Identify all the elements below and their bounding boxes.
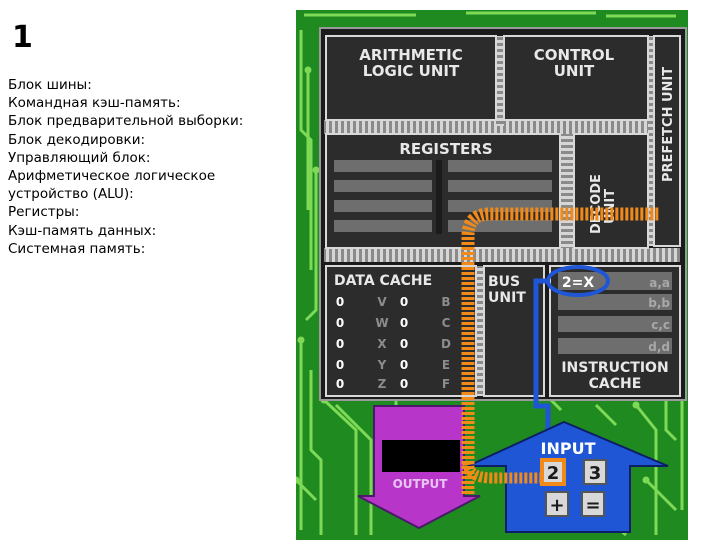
instruction-slot: b,b — [648, 296, 670, 310]
svg-text:0: 0 — [400, 358, 408, 372]
slide-number: 1 — [12, 20, 33, 55]
instruction-path — [533, 265, 610, 450]
control-label-line1: CONTROL — [534, 46, 615, 64]
data-cache-row: 0 Y 0 E — [336, 358, 450, 372]
key-3-label: 3 — [589, 463, 602, 484]
bus-vertical-decode — [560, 134, 574, 248]
register-slots — [334, 160, 552, 232]
data-cache-row: 0 Z 0 F — [336, 377, 450, 391]
svg-text:0: 0 — [336, 377, 344, 391]
term-system-memory: Системная память: — [8, 240, 146, 257]
alu-block: ARITHMETIC LOGIC UNIT — [325, 35, 497, 121]
data-cache-row: 0 W 0 C — [336, 316, 451, 330]
instruction-slot: d,d — [648, 340, 670, 354]
term-bus-unit: Блок шины: — [8, 77, 92, 93]
bus-vertical-right — [648, 36, 654, 246]
bus-unit-label-line2: UNIT — [488, 290, 526, 306]
data-cache-label: DATA CACHE — [334, 273, 432, 289]
svg-text:0: 0 — [336, 358, 344, 372]
term-prefetch-unit: Блок предварительной выборки: — [8, 113, 244, 130]
data-cache-row: 0 X 0 D — [336, 337, 451, 351]
bus-horizontal-top — [324, 120, 680, 134]
instruction-cache-block: 2=X a,a b,b c,c d,d INSTRUCTION CACHE — [549, 265, 681, 397]
svg-text:0: 0 — [400, 295, 408, 309]
bus-vertical-left — [496, 36, 504, 126]
key-plus — [545, 491, 569, 517]
term-instruction-cache: Командная кэш-память: — [8, 95, 181, 112]
key-equals-label: = — [585, 495, 600, 516]
svg-text:E: E — [442, 358, 450, 372]
term-control-unit: Управляющий блок: — [8, 149, 151, 166]
svg-text:X: X — [377, 337, 387, 351]
instruction-slot: a,a — [649, 276, 670, 290]
svg-text:C: C — [442, 316, 451, 330]
bus-unit-label-line1: BUS — [488, 274, 520, 290]
control-unit-block: CONTROL UNIT — [503, 35, 649, 121]
key-2-label: 2 — [547, 463, 560, 484]
key-3 — [583, 459, 607, 485]
output-arrow: OUTPUT — [357, 405, 481, 530]
svg-text:0: 0 — [400, 377, 408, 391]
svg-text:0: 0 — [336, 316, 344, 330]
prefetch-label: PREFETCH UNIT — [661, 67, 676, 182]
svg-text:Z: Z — [378, 377, 387, 391]
alu-label-line2: LOGIC UNIT — [363, 62, 460, 80]
input-arrow: INPUT 2 3 + = — [467, 420, 669, 533]
decode-label-line1: DECODE — [589, 174, 604, 234]
terms-list: Блок шины: Командная кэш-память: Блок пр… — [8, 76, 288, 258]
svg-text:B: B — [441, 295, 450, 309]
svg-text:0: 0 — [336, 295, 344, 309]
data-cache-block: DATA CACHE 0 V 0 B 0 W 0 C 0 X 0 D 0 Y 0… — [325, 265, 477, 397]
svg-text:0: 0 — [400, 337, 408, 351]
instruction-cache-label-line2: CACHE — [589, 376, 642, 392]
output-label: OUTPUT — [393, 477, 449, 491]
registers-label: REGISTERS — [399, 140, 492, 158]
term-data-cache: Кэш-память данных: — [8, 222, 157, 239]
decode-unit-block: DECODE UNIT — [573, 133, 649, 249]
svg-text:F: F — [442, 377, 450, 391]
term-decode-unit: Блок декодировки: — [8, 131, 146, 148]
instruction-value: 2=X — [562, 275, 594, 291]
prefetch-unit-block: PREFETCH UNIT — [653, 35, 681, 247]
key-plus-label: + — [549, 495, 564, 516]
data-path — [461, 207, 660, 494]
data-cache-row: 0 V 0 B — [336, 295, 451, 309]
input-label: INPUT — [541, 439, 596, 458]
term-registers: Регистры: — [8, 204, 80, 221]
control-label-line2: UNIT — [554, 62, 595, 80]
bus-vertical-cache — [476, 266, 484, 396]
svg-text:D: D — [441, 337, 451, 351]
output-screen — [382, 440, 460, 472]
svg-text:W: W — [375, 316, 388, 330]
svg-text:0: 0 — [400, 316, 408, 330]
bus-horizontal-mid — [324, 248, 680, 262]
term-alu: Арифметическое логическое устройство (AL… — [8, 168, 216, 203]
cpu-diagram: ARITHMETIC LOGIC UNIT CONTROL UNIT PREFE… — [296, 10, 688, 540]
svg-text:Y: Y — [377, 358, 387, 372]
registers-block: REGISTERS — [325, 133, 561, 249]
key-equals — [581, 491, 605, 517]
svg-text:0: 0 — [336, 337, 344, 351]
instruction-slot: c,c — [651, 318, 670, 332]
alu-label-line1: ARITHMETIC — [359, 46, 463, 64]
key-2 — [540, 458, 566, 486]
svg-text:V: V — [377, 295, 387, 309]
data-path-link — [462, 461, 540, 484]
instruction-cache-label-line1: INSTRUCTION — [561, 360, 668, 376]
